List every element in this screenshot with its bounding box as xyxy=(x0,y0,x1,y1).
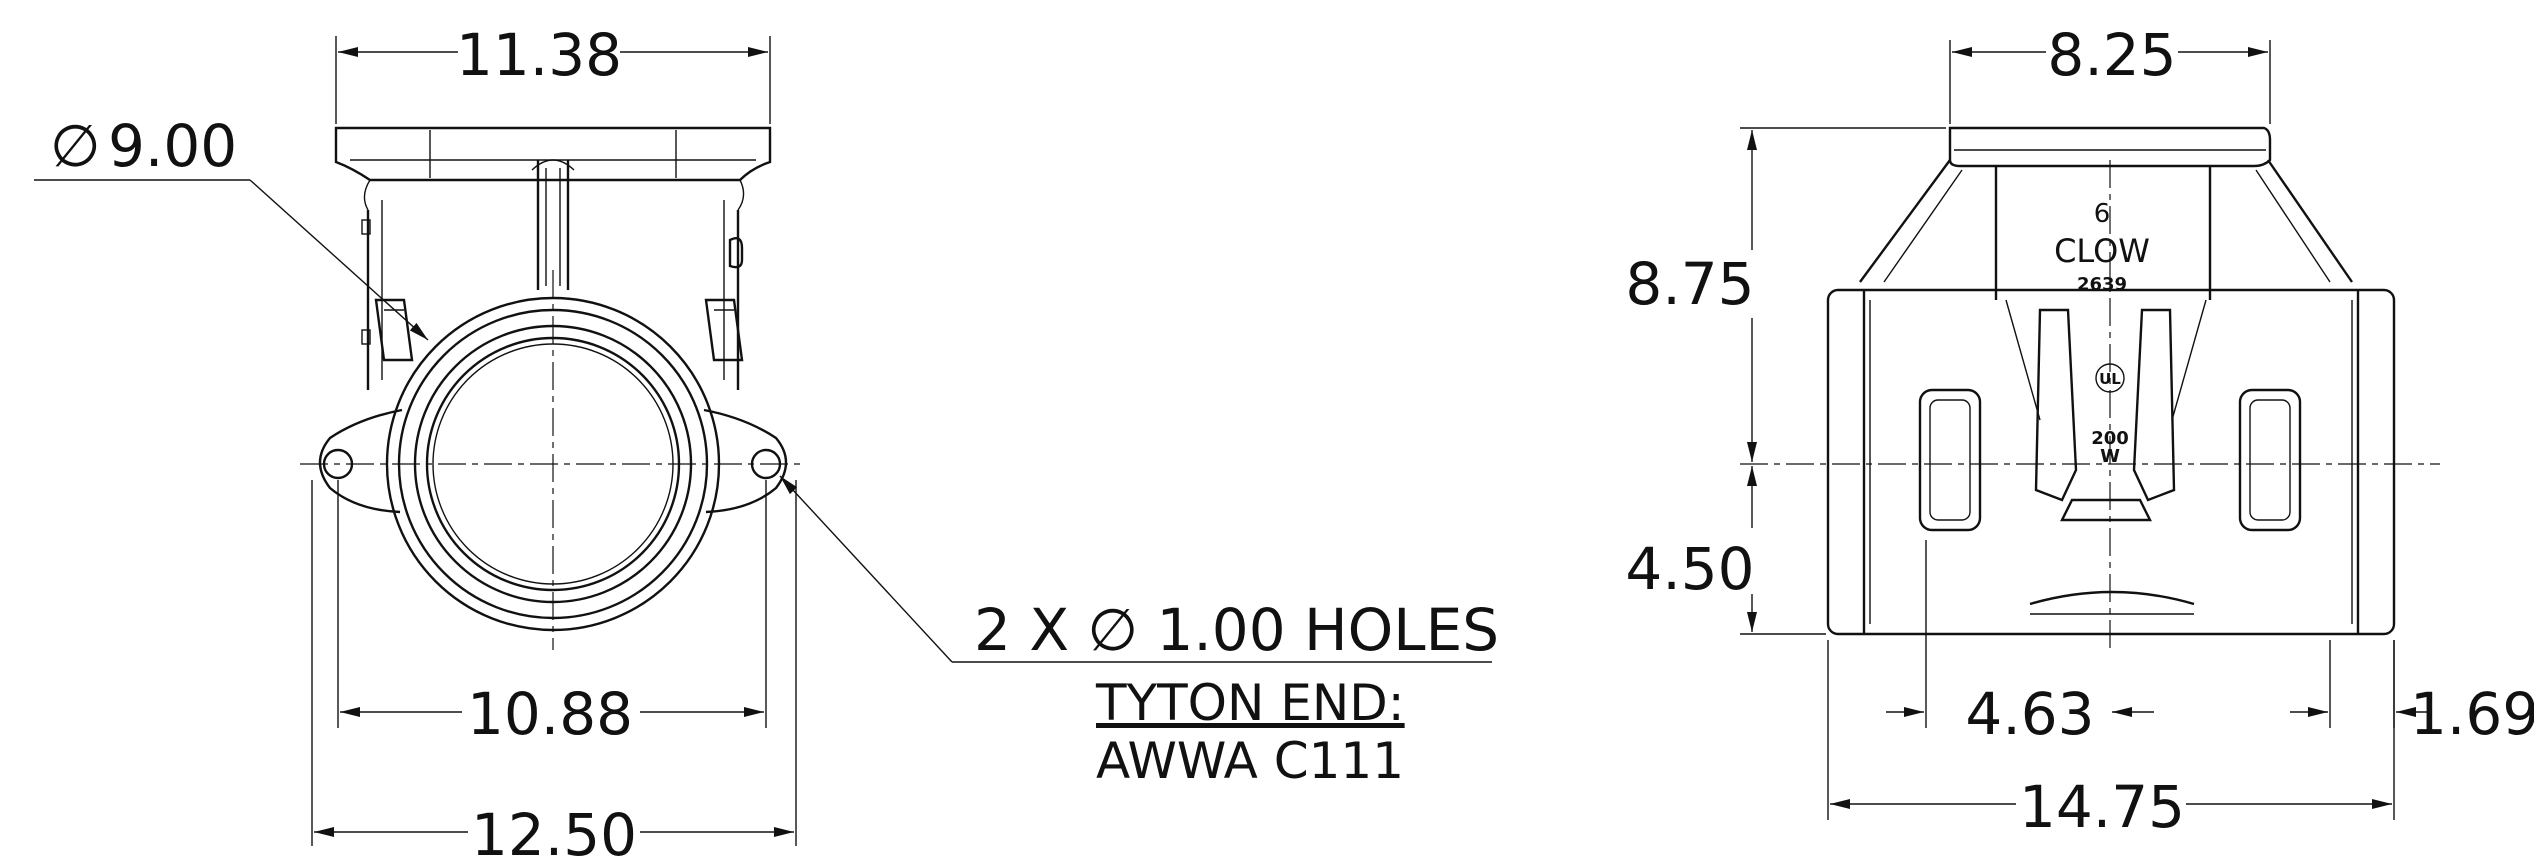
dim-bolt-spacing-label: 10.88 xyxy=(467,680,633,748)
dim-outlet-diameter: ∅ 9.00 xyxy=(34,112,429,341)
end-note-line1: TYTON END: xyxy=(1095,674,1405,732)
tee-body xyxy=(361,159,744,390)
side-run-body xyxy=(1826,288,2396,636)
end-note-line2: AWWA C111 xyxy=(1096,732,1404,790)
dim-flange-width-label: 12.50 xyxy=(471,801,637,862)
dim-height-to-center: 8.75 xyxy=(1625,127,1946,462)
casting-mark-a xyxy=(728,237,744,269)
side-bell-pockets xyxy=(1918,388,2302,532)
dim-side-top-width-label: 8.25 xyxy=(2047,21,2176,89)
end-note: TYTON END: AWWA C111 xyxy=(1095,674,1405,790)
side-view: 6 CLOW 2639 UL 200 W 8.25 8.75 xyxy=(1625,21,2534,841)
side-top-plate xyxy=(1948,126,2272,168)
dim-top-width-label: 11.38 xyxy=(456,21,622,89)
dim-offset-left: 4.63 xyxy=(1886,540,2154,748)
dim-flange-width: 12.50 xyxy=(311,480,797,862)
dim-center-to-bottom: 4.50 xyxy=(1625,466,1826,635)
dim-top-width: 11.38 xyxy=(335,21,771,124)
dim-center-to-bottom-label: 4.50 xyxy=(1625,535,1754,603)
front-view: 11.38 ∅ 9.00 2 X ∅ 1.00 HOLES 10.88 xyxy=(34,21,1499,862)
dim-bell-depth: 1.69 xyxy=(2290,640,2534,748)
hole-note-label: 2 X ∅ 1.00 HOLES xyxy=(974,596,1499,664)
side-gussets xyxy=(1859,159,2353,300)
top-flange-plate xyxy=(334,126,772,211)
side-center-boss xyxy=(2005,299,2207,522)
dim-side-top-width: 8.25 xyxy=(1949,21,2271,124)
dim-height-to-center-label: 8.75 xyxy=(1625,250,1754,318)
mark-maker: CLOW xyxy=(2054,232,2150,270)
dim-bolt-spacing: 10.88 xyxy=(337,480,767,748)
dim-holes-note: 2 X ∅ 1.00 HOLES xyxy=(779,475,1499,664)
dim-offset-left-label: 4.63 xyxy=(1965,680,2094,748)
dim-overall-length: 14.75 xyxy=(1827,640,2395,841)
dim-bell-depth-label: 1.69 xyxy=(2410,680,2534,748)
flange-lugs xyxy=(318,408,788,514)
dim-outlet-diameter-label: 9.00 xyxy=(108,112,237,180)
diameter-symbol: ∅ xyxy=(50,112,101,180)
mark-pattern-no: 2639 xyxy=(2077,274,2127,295)
mark-size: 6 xyxy=(2094,199,2111,229)
dim-overall-length-label: 14.75 xyxy=(2019,773,2185,841)
